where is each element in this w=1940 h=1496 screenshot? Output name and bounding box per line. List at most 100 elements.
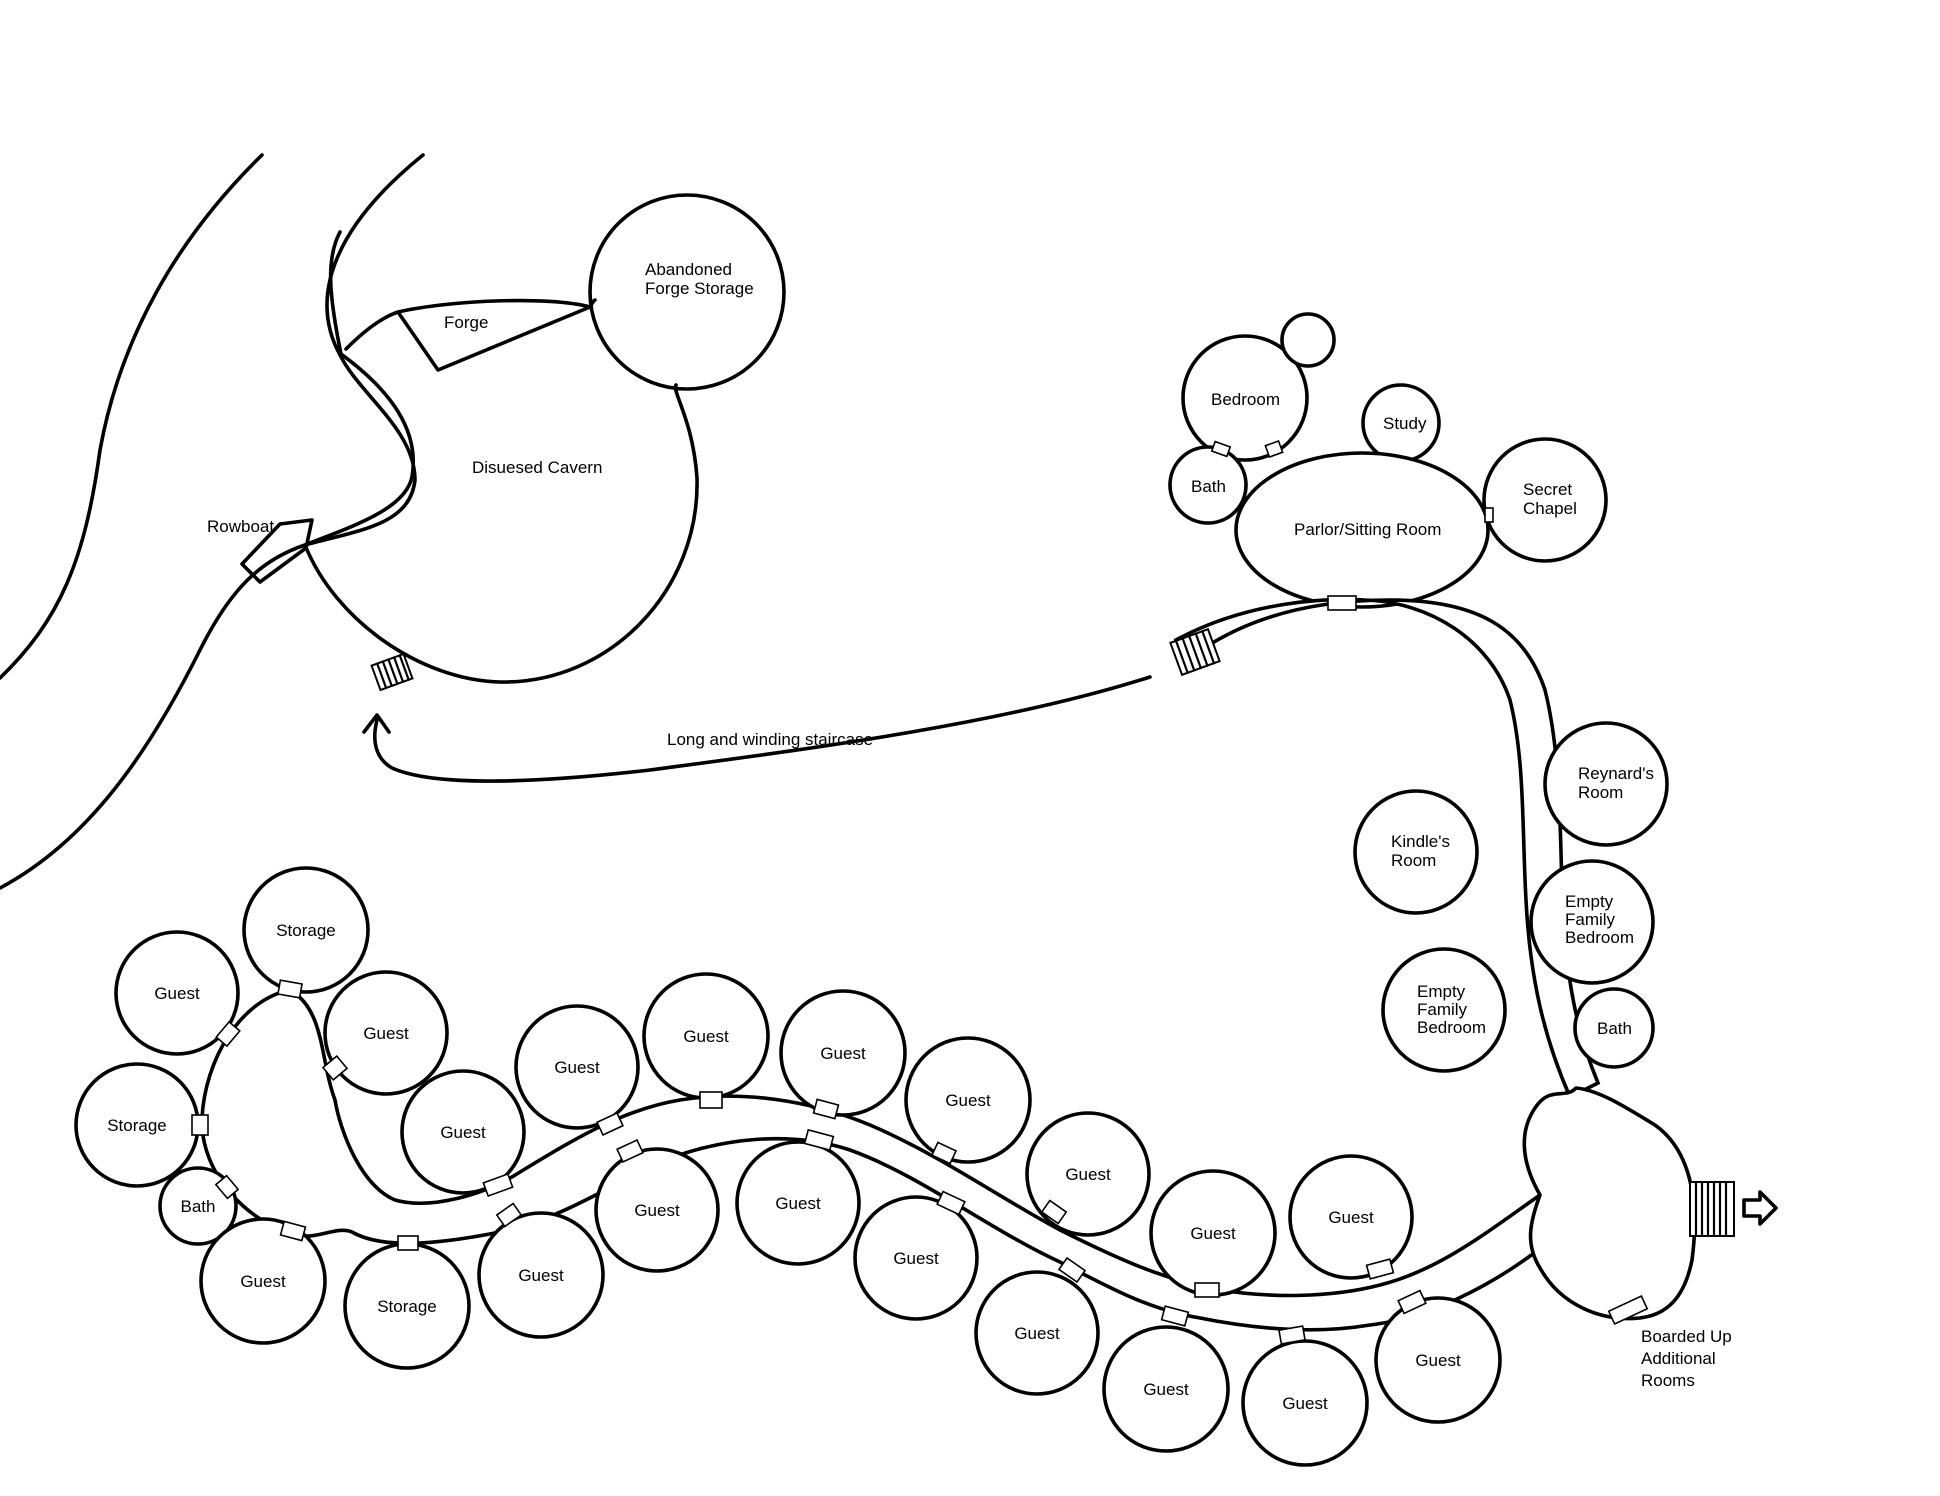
- room-label: Guest: [518, 1266, 564, 1285]
- room-label: Guest: [683, 1027, 729, 1046]
- room-circle: [853, 1195, 979, 1321]
- door: [482, 1172, 514, 1198]
- room-label: Guest: [554, 1058, 600, 1077]
- door: [1397, 1289, 1427, 1315]
- river: [0, 153, 425, 890]
- room-label: Guest: [893, 1249, 939, 1268]
- room-label: Guest: [775, 1194, 821, 1213]
- corridor-room: Guest: [1241, 1339, 1369, 1467]
- bath-room-right: [1573, 987, 1655, 1069]
- corridor-rooms: StorageGuestGuestStorageBathGuestGuestGu…: [74, 866, 1502, 1467]
- room-circle: [242, 866, 370, 994]
- corridor-room: Storage: [343, 1242, 471, 1370]
- room-circle: [1288, 1154, 1414, 1280]
- bath-label-upper: Bath: [1191, 477, 1226, 496]
- room-circle: [514, 1004, 640, 1130]
- kindles-room: [1353, 789, 1479, 915]
- bedroom-label: Bedroom: [1211, 390, 1280, 409]
- room-label: Storage: [276, 921, 336, 940]
- corridor-room: Guest: [735, 1140, 861, 1266]
- door: [1210, 440, 1232, 458]
- corridor-room: Guest: [642, 972, 770, 1100]
- room-circle: [779, 989, 907, 1117]
- door: [321, 1054, 349, 1082]
- door: [1607, 1294, 1649, 1326]
- rowboat-icon: [240, 518, 314, 584]
- rowboat-label: Rowboat: [207, 517, 274, 536]
- door: [812, 1098, 840, 1120]
- room-label: Guest: [1014, 1324, 1060, 1343]
- room-label: Guest: [1143, 1380, 1189, 1399]
- corridor-room: Guest: [514, 1004, 640, 1130]
- corridor-stairs: [1169, 627, 1221, 677]
- door: [936, 1190, 966, 1216]
- room-label: Guest: [634, 1201, 680, 1220]
- corridor-room: Storage: [74, 1062, 200, 1188]
- room-label: Storage: [107, 1116, 167, 1135]
- room-label: Guest: [1415, 1351, 1461, 1370]
- room-label: Guest: [945, 1091, 991, 1110]
- door: [1484, 507, 1494, 523]
- room-label: Guest: [820, 1044, 866, 1063]
- door: [397, 1235, 419, 1251]
- room-label: Guest: [1328, 1208, 1374, 1227]
- cavern-complex: [303, 193, 786, 684]
- exit-arrow-icon: [1742, 1190, 1778, 1226]
- family-wing: [1168, 312, 1608, 609]
- door: [699, 1091, 723, 1109]
- room-label: Guest: [1065, 1165, 1111, 1184]
- room-circle: [735, 1140, 861, 1266]
- door: [214, 1174, 240, 1200]
- study-label: Study: [1383, 414, 1427, 433]
- room-circle: [1102, 1325, 1230, 1453]
- bath-label-right: Bath: [1597, 1019, 1632, 1038]
- forge-room: [344, 298, 592, 372]
- door: [1160, 1305, 1190, 1327]
- secret-chapel-room: [1482, 437, 1608, 563]
- door: [1040, 1199, 1068, 1225]
- room-circle: [323, 970, 449, 1096]
- corridor-room: Guest: [400, 1069, 526, 1195]
- room-label: Guest: [1190, 1224, 1236, 1243]
- room-label: Guest: [240, 1272, 286, 1291]
- disused-cavern-outline: [303, 230, 699, 684]
- room-label: Guest: [154, 984, 200, 1003]
- room-circle: [199, 1217, 327, 1345]
- boarded-up-area: [1522, 1086, 1697, 1321]
- door: [596, 1111, 624, 1137]
- corridor-room: Guest: [1102, 1325, 1230, 1453]
- door: [215, 1020, 241, 1048]
- corridor-room: Guest: [904, 1036, 1032, 1164]
- door: [279, 1220, 307, 1242]
- empty-family-bedroom-right-room: [1529, 859, 1655, 985]
- corridor-room: Guest: [477, 1211, 605, 1339]
- room-circle: [477, 1211, 605, 1339]
- room-label: Storage: [377, 1297, 437, 1316]
- parlor-label: Parlor/Sitting Room: [1294, 520, 1441, 539]
- door: [616, 1138, 644, 1164]
- staircase-arrow: [362, 675, 1152, 783]
- abandoned-forge-storage-room: [588, 193, 786, 391]
- east-wing: [1353, 721, 1669, 1073]
- room-label: Guest: [363, 1024, 409, 1043]
- forge-label: Forge: [444, 313, 488, 332]
- room-label: Bath: [181, 1197, 216, 1216]
- door: [495, 1202, 523, 1228]
- door: [1194, 1282, 1220, 1298]
- parlor-room: [1234, 451, 1490, 609]
- bath-room-upper: [1168, 445, 1248, 525]
- corridor-room: Guest: [114, 930, 240, 1056]
- room-circle: [1374, 1296, 1502, 1424]
- corridor-room: Guest: [594, 1147, 720, 1273]
- corridor-room: Storage: [242, 866, 370, 994]
- disused-cavern-label: Disuesed Cavern: [472, 458, 602, 477]
- cavern-stairs: [370, 652, 414, 692]
- door: [803, 1128, 835, 1152]
- room-circle: [114, 930, 240, 1056]
